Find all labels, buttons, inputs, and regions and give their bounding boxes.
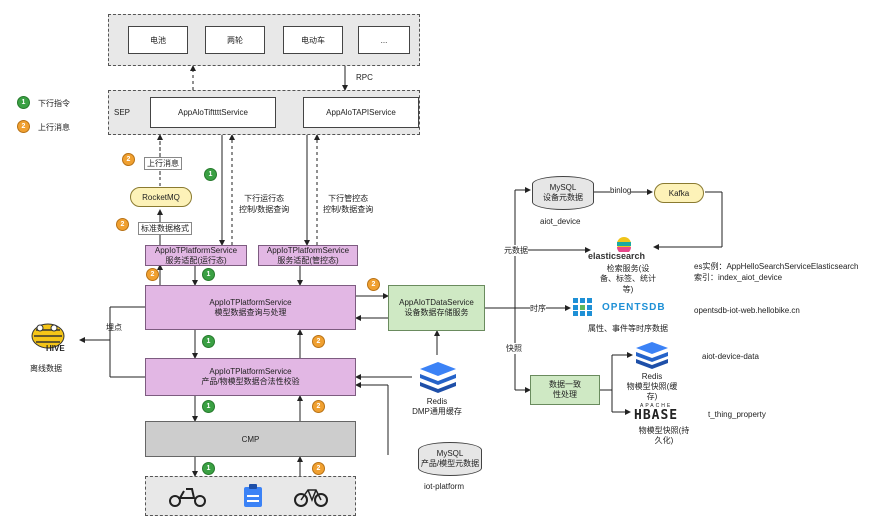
badge-down: 1: [202, 400, 215, 413]
legend-up-badge: 2: [17, 120, 30, 133]
badge-up: 2: [122, 153, 135, 166]
snapshot-edge-label: 快照: [506, 343, 522, 354]
timeseries-edge-label: 时序: [530, 303, 546, 314]
hive-bee-icon: [31, 323, 65, 349]
mysql-device-caption: aiot_device: [540, 217, 581, 226]
elasticsearch-icon: [617, 237, 631, 252]
service-tapi: AppAloTAPIService: [303, 97, 419, 128]
bicycle-icon: [294, 489, 328, 507]
rpc-label: RPC: [356, 73, 373, 82]
mysql-platform-caption: iot-platform: [424, 482, 465, 491]
badge-up: 2: [367, 278, 380, 291]
redis-icon: [420, 362, 456, 393]
rocketmq-queue: RocketMQ: [130, 187, 192, 207]
meta-edge-label: 元数据: [504, 245, 528, 256]
device-more: ...: [358, 26, 410, 54]
consistency-service: 数据一致性处理: [530, 375, 600, 405]
hbase-logo-top: APACHE: [640, 403, 673, 409]
badge-up: 2: [312, 462, 325, 475]
opentsdb-logo: OPENTSDB: [602, 302, 666, 313]
hbase-name: t_thing_property: [708, 410, 766, 419]
binlog-label: binlog: [610, 186, 632, 195]
kafka-queue: Kafka: [654, 183, 704, 203]
sep-label: SEP: [114, 108, 131, 117]
badge-down: 1: [202, 335, 215, 348]
device-two-wheel: 两轮: [205, 26, 265, 54]
down-run-label: 下行运行态控制/数据查询: [239, 194, 290, 214]
badge-up: 2: [116, 218, 129, 231]
badge-down: 1: [202, 462, 215, 475]
legend-down-label: 下行指令: [38, 99, 70, 108]
up-msg-label: 上行消息: [144, 157, 182, 170]
device-ebike: 电动车: [283, 26, 343, 54]
badge-down: 1: [204, 168, 217, 181]
battery-clipboard-icon: [244, 484, 262, 507]
tracking-label: 埋点: [106, 323, 122, 332]
hive-logo: HIVE: [26, 318, 76, 358]
legend-up-label: 上行消息: [38, 123, 70, 132]
device-battery: 电池: [128, 26, 188, 54]
elasticsearch-logo: elasticsearch: [588, 251, 646, 261]
down-manage-label: 下行管控态控制/数据查询: [323, 194, 374, 214]
hive-logo-text: HIVE: [46, 344, 65, 353]
redis-snapshot-name: aiot-device-data: [702, 352, 759, 361]
redis-snapshot-icon: [636, 342, 668, 369]
badge-up: 2: [146, 268, 159, 281]
scooter-icon: [169, 488, 206, 507]
cmp-box: CMP: [145, 421, 356, 457]
opentsdb-desc: 属性、事件等时序数据: [588, 324, 668, 333]
std-format-label: 标准数据格式: [138, 222, 192, 235]
opentsdb-icon: [573, 298, 592, 316]
hive-caption: 离线数据: [30, 364, 62, 373]
badge-down: 1: [202, 268, 215, 281]
es-desc: 检索服务(设备、标签、统计等): [600, 264, 656, 294]
legend-down-badge: 1: [17, 96, 30, 109]
hbase-logo: HBASE: [634, 408, 679, 423]
opentsdb-host: opentsdb-iot-web.hellobike.cn: [694, 306, 800, 315]
badge-up: 2: [312, 400, 325, 413]
badge-up: 2: [312, 335, 325, 348]
hbase-desc: 物模型快照(持久化): [638, 426, 690, 445]
service-tifttt: AppAloTifttttService: [150, 97, 276, 128]
